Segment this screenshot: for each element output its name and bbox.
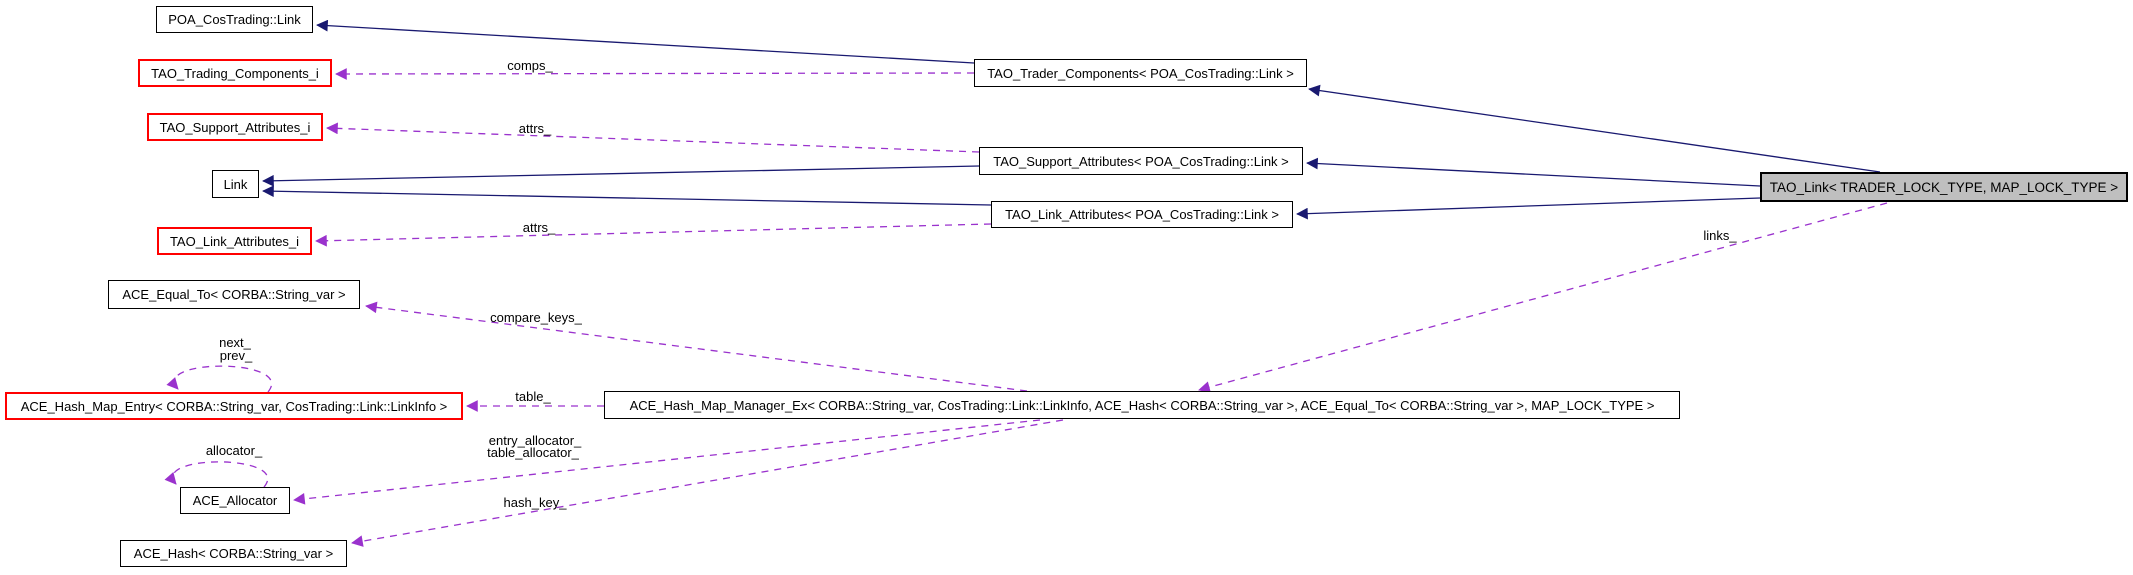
edge-usage-comps bbox=[335, 68, 975, 80]
edge-selfloop-allocator bbox=[164, 461, 269, 488]
edge-label-allocator: allocator_ bbox=[205, 443, 263, 458]
node-tao-link-attributes[interactable]: TAO_Link_Attributes< POA_CosTrading::Lin… bbox=[991, 201, 1293, 228]
edge-label-entry-allocator: entry_allocator_ bbox=[488, 433, 582, 448]
edge-selfloop-next-prev bbox=[166, 365, 272, 393]
edge-inherit-trader-to-poa bbox=[316, 19, 975, 64]
edge-label-table-allocator: table_allocator_ bbox=[487, 445, 579, 460]
edge-usage-attrs-support bbox=[326, 122, 980, 153]
node-poa-costrading-link[interactable]: POA_CosTrading::Link bbox=[156, 6, 313, 33]
edge-inherit-support-to-link bbox=[262, 165, 980, 187]
edge-label-table: table_ bbox=[515, 389, 551, 404]
edge-usage-hash-key bbox=[351, 419, 1064, 547]
edge-usage-compare-keys bbox=[365, 301, 1028, 392]
node-ace-hash-map-manager-ex[interactable]: ACE_Hash_Map_Manager_Ex< CORBA::String_v… bbox=[604, 391, 1680, 419]
node-ace-hash-map-entry[interactable]: ACE_Hash_Map_Entry< CORBA::String_var, C… bbox=[5, 392, 463, 420]
node-tao-trader-components[interactable]: TAO_Trader_Components< POA_CosTrading::L… bbox=[974, 59, 1307, 87]
edge-label-compare-keys: compare_keys_ bbox=[490, 310, 582, 325]
edge-inherit-taolink-to-support bbox=[1306, 157, 1761, 187]
node-ace-hash[interactable]: ACE_Hash< CORBA::String_var > bbox=[120, 540, 347, 567]
edge-inherit-taolink-to-linkattr bbox=[1296, 197, 1761, 220]
node-tao-support-attributes-i[interactable]: TAO_Support_Attributes_i bbox=[147, 113, 323, 141]
edge-inherit-taolink-to-trader bbox=[1308, 84, 1881, 173]
edge-label-next: next_ bbox=[219, 335, 251, 350]
node-tao-trading-components-i[interactable]: TAO_Trading_Components_i bbox=[138, 59, 332, 87]
node-link[interactable]: Link bbox=[212, 170, 259, 198]
edge-label-comps: comps_ bbox=[507, 58, 553, 73]
edge-label-attrs-support: attrs_ bbox=[518, 121, 552, 136]
edge-inherit-linkattr-to-link bbox=[262, 185, 992, 206]
edge-label-attrs-link: attrs_ bbox=[522, 220, 556, 235]
edge-label-hash-key: hash_key_ bbox=[503, 495, 567, 510]
node-tao-support-attributes[interactable]: TAO_Support_Attributes< POA_CosTrading::… bbox=[979, 147, 1303, 175]
node-ace-equal-to[interactable]: ACE_Equal_To< CORBA::String_var > bbox=[108, 280, 360, 309]
node-tao-link-attributes-i[interactable]: TAO_Link_Attributes_i bbox=[157, 227, 312, 255]
edge-usage-allocators bbox=[293, 419, 1041, 505]
edge-usage-links bbox=[1198, 202, 1888, 393]
node-ace-allocator[interactable]: ACE_Allocator bbox=[180, 487, 290, 514]
node-tao-link-main: TAO_Link< TRADER_LOCK_TYPE, MAP_LOCK_TYP… bbox=[1760, 172, 2128, 202]
edge-label-prev: prev_ bbox=[219, 348, 253, 363]
edge-label-links: links_ bbox=[1703, 228, 1737, 243]
edge-usage-attrs-link bbox=[315, 223, 992, 247]
